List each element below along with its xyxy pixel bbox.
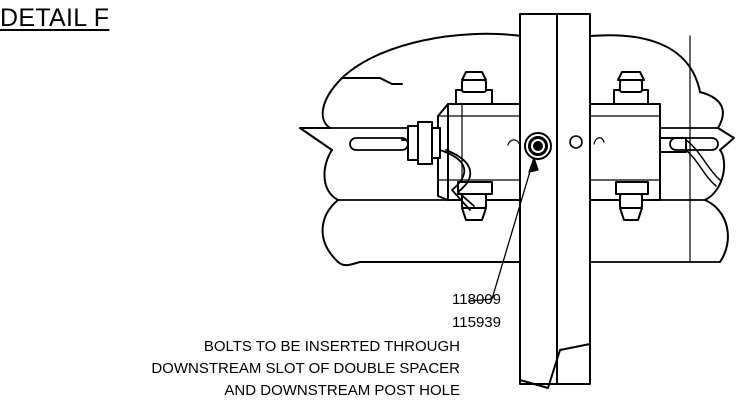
top-rail <box>341 32 701 93</box>
post-bolt <box>507 132 605 160</box>
detail-title: DETAIL F <box>0 4 110 32</box>
leader-line <box>469 157 539 302</box>
note-line-2: DOWNSTREAM SLOT OF DOUBLE SPACER <box>151 360 460 377</box>
left-rod-assembly <box>401 121 441 165</box>
right-rod-assembly <box>659 137 721 187</box>
part-number-118009: 118009 <box>452 291 501 308</box>
note-line-3: AND DOWNSTREAM POST HOLE <box>224 382 460 399</box>
rail-right-edge <box>689 35 735 263</box>
part-number-115939: 115939 <box>452 314 501 331</box>
rail-left-edge <box>299 77 521 267</box>
spacer-block-left <box>437 103 521 201</box>
bolts-top <box>455 71 649 105</box>
note-line-1: BOLTS TO BE INSERTED THROUGH <box>203 338 460 355</box>
bent-wire <box>439 149 475 211</box>
post <box>519 13 591 389</box>
